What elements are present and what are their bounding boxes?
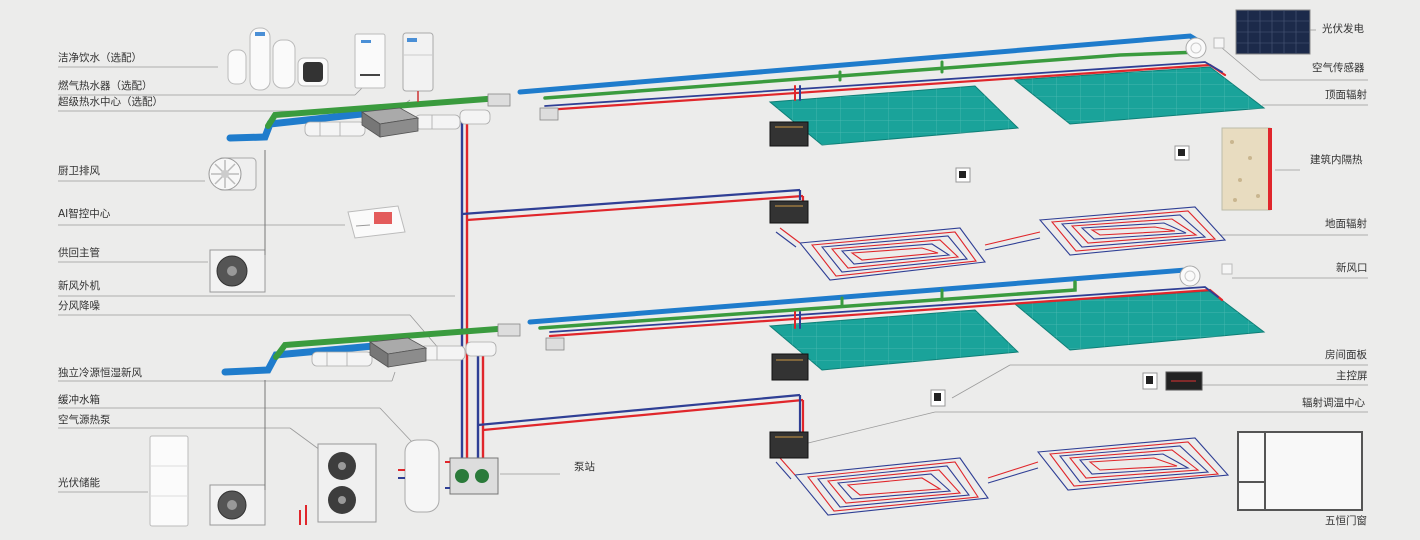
label-air-sensor: 空气传感器: [1312, 62, 1365, 74]
battery-icon: [149, 435, 189, 527]
label-floor-radiation: 地面辐射: [1325, 218, 1367, 230]
exhaust-fan-icon: [208, 157, 257, 191]
label-independent-fresh-air: 独立冷源恒湿新风: [58, 367, 142, 379]
label-main-pipe: 供回主管: [58, 247, 100, 259]
label-window: 五恒门窗: [1325, 515, 1367, 527]
distribution-boxes: [360, 107, 428, 368]
insulation-wall-icon: [1221, 127, 1272, 211]
upper-ducts: [226, 33, 1227, 142]
outdoor-unit-icon: [209, 249, 266, 526]
gas-heater-icon: [354, 33, 386, 89]
air-sensor-icon: [1179, 37, 1233, 287]
hot-water-center-icon: [402, 32, 434, 102]
label-pv-storage: 光伏储能: [58, 477, 100, 489]
buffer-tank-icon: [398, 439, 440, 513]
floor-radiation-coils: [775, 206, 1230, 516]
label-kitchen-exhaust: 厨卫排风: [58, 165, 100, 177]
label-ai-center: AI智控中心: [58, 208, 111, 220]
wall-panel-icon: [930, 145, 1190, 407]
label-pump-station: 泵站: [574, 461, 595, 473]
water-purifier-icon: [227, 27, 329, 91]
label-clean-water: 洁净饮水（选配）: [58, 52, 142, 64]
label-air-distribution: 分风降噪: [58, 300, 100, 312]
label-gas-heater: 燃气热水器（选配）: [58, 80, 153, 92]
label-super-hot-water: 超级热水中心（选配）: [58, 96, 163, 108]
pump-station-icon: [445, 457, 499, 495]
label-fresh-air-unit: 新风外机: [58, 280, 100, 292]
label-buffer-tank: 缓冲水箱: [58, 394, 100, 406]
diffuser-boxes: [487, 93, 565, 351]
leader-lines-right: [799, 29, 1368, 446]
leader-lines-left: [58, 66, 560, 493]
label-ceiling-radiation: 顶面辐射: [1325, 89, 1367, 101]
label-radiation-center: 辐射调温中心: [1302, 397, 1365, 409]
ceiling-radiation-panels: [768, 66, 1266, 371]
vertical-risers: [460, 120, 485, 458]
label-fresh-air-outlet: 新风口: [1336, 262, 1368, 274]
label-pv-generation: 光伏发电: [1322, 23, 1364, 35]
window-icon: [1237, 431, 1363, 511]
label-insulation: 建筑内隔热: [1310, 154, 1363, 166]
manifold-icon: [769, 121, 809, 459]
label-main-screen: 主控屏: [1336, 370, 1368, 382]
label-air-source-heat-pump: 空气源热泵: [58, 414, 111, 426]
heat-pump-icon: [299, 443, 377, 525]
branch-pipes: [461, 188, 805, 432]
main-screen-icon: [1165, 371, 1203, 391]
solar-panel-icon: [1235, 9, 1311, 55]
ai-controller-icon: [347, 205, 406, 239]
silencers: [304, 109, 497, 367]
label-room-panel: 房间面板: [1325, 349, 1367, 361]
